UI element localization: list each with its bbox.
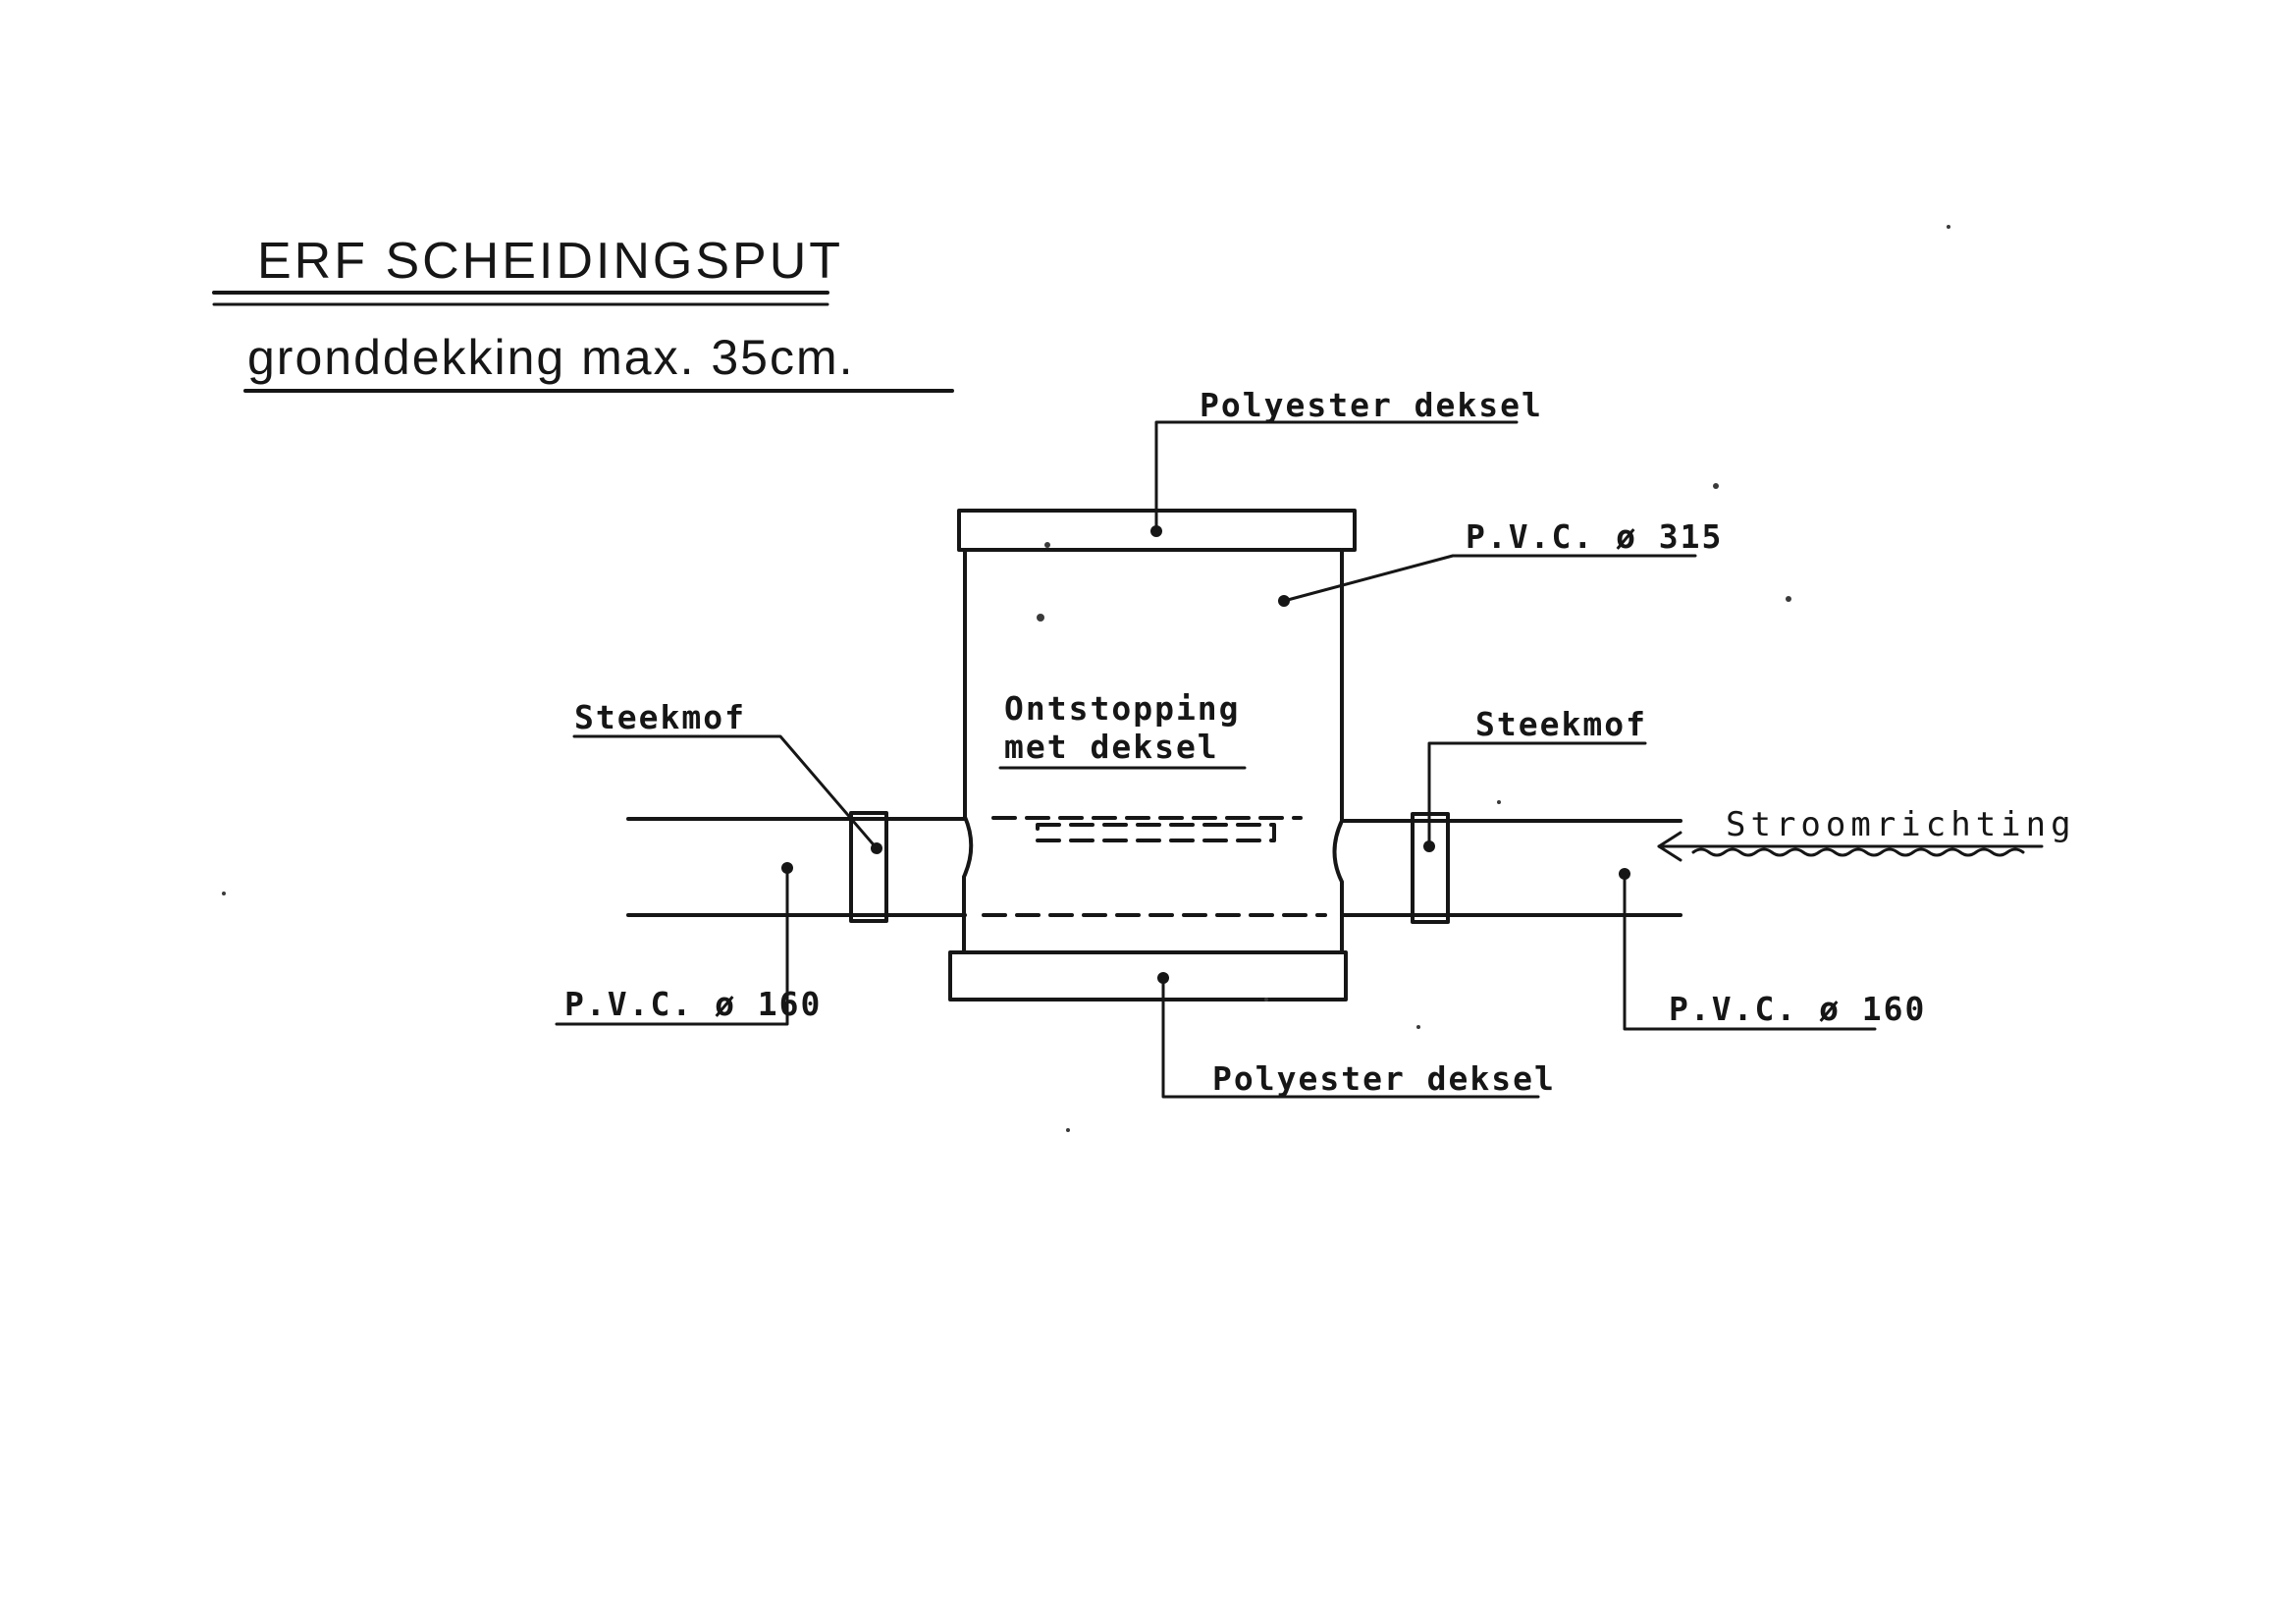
drawing-subtitle: gronddekking max. 35cm. — [247, 330, 855, 385]
drawing-title: ERF SCHEIDINGSPUT — [257, 233, 843, 290]
label-pipe-left: P.V.C. ø 160 — [564, 985, 822, 1023]
leader-pipe-left — [555, 862, 793, 1026]
leader-pipe-right — [1619, 868, 1877, 1031]
label-flow-direction: Stroomrichting — [1726, 805, 2076, 844]
label-main-pipe: P.V.C. ø 315 — [1466, 517, 1723, 556]
label-sleeve-left: Steekmof — [574, 698, 746, 736]
leader-sleeve-right — [1423, 741, 1647, 852]
label-cleanout-line2: met deksel — [1004, 728, 1219, 766]
label-bottom-cover: Polyester deksel — [1212, 1059, 1556, 1098]
leader-sleeve-left — [572, 734, 882, 854]
label-cleanout-line1: Ontstopping — [1004, 689, 1241, 728]
label-top-cover: Polyester deksel — [1200, 386, 1543, 424]
label-sleeve-right: Steekmof — [1475, 705, 1647, 743]
sleeve-left — [849, 811, 888, 923]
main-pvc-315-body — [962, 548, 1344, 954]
scan-specks — [222, 225, 1950, 1132]
pvc-160-pipe-right — [1340, 819, 1682, 917]
leader-bottom-cover — [1157, 972, 1540, 1099]
label-pipe-right: P.V.C. ø 160 — [1669, 990, 1926, 1028]
leader-main-pipe — [1278, 554, 1697, 607]
pvc-160-pipe-left — [626, 817, 967, 917]
flow-direction-arrow — [1657, 831, 2044, 862]
cleanout-hidden-lines — [982, 816, 1327, 917]
bottom-polyester-cover — [948, 950, 1348, 1001]
leader-top-cover — [1150, 420, 1519, 537]
